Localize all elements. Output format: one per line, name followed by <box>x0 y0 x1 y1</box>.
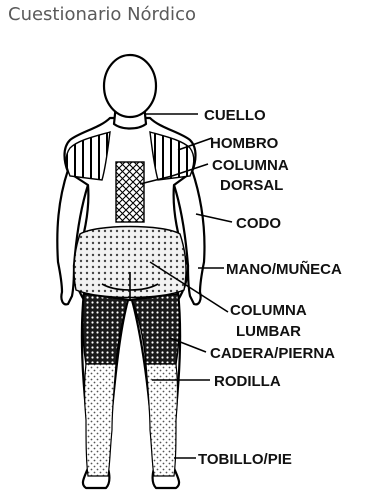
label-dorsal-line1: COLUMNA <box>212 157 289 174</box>
label-hip: CADERA/PIERNA <box>210 345 335 362</box>
label-dorsal-line2: DORSAL <box>220 177 283 194</box>
label-wrist: MANO/MUÑECA <box>226 260 342 278</box>
label-knee: RODILLA <box>214 373 281 390</box>
label-shoulder: HOMBRO <box>210 135 279 152</box>
label-lumbar-line2: LUMBAR <box>236 323 301 340</box>
label-elbow: CODO <box>236 215 281 232</box>
lower-leg-region-left <box>85 364 117 476</box>
dorsal-region <box>116 162 144 222</box>
hip-region-left <box>83 294 128 364</box>
label-ankle: TOBILLO/PIE <box>198 451 292 468</box>
head <box>104 55 156 117</box>
region-labels: CUELLO HOMBRO COLUMNA DORSAL CODO MANO/M… <box>198 107 342 468</box>
label-neck: CUELLO <box>204 107 266 124</box>
label-lumbar-line1: COLUMNA <box>230 302 307 319</box>
